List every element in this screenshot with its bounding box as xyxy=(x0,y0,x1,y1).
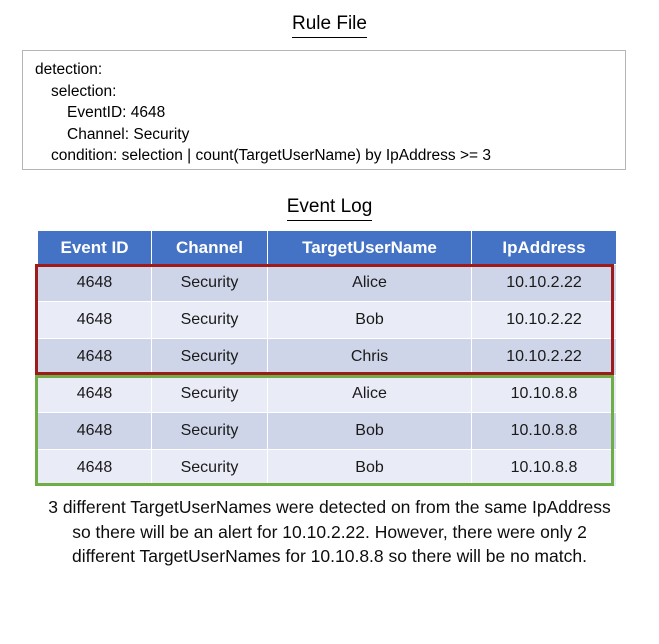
event-log-table-head: Event ID Channel TargetUserName IpAddres… xyxy=(37,230,617,265)
table-row: 4648 Security Bob 10.10.8.8 xyxy=(37,412,617,450)
column-header-target-user-name: TargetUserName xyxy=(267,230,472,265)
cell-event-id: 4648 xyxy=(37,412,152,450)
cell-target-user-name: Alice xyxy=(267,264,472,302)
cell-event-id: 4648 xyxy=(37,375,152,413)
event-log-title: Event Log xyxy=(0,195,659,221)
table-row: 4648 Security Chris 10.10.2.22 xyxy=(37,338,617,376)
cell-ip-address: 10.10.8.8 xyxy=(471,412,617,450)
column-header-channel: Channel xyxy=(151,230,268,265)
cell-channel: Security xyxy=(151,338,268,376)
rule-line-condition: condition: selection | count(TargetUserN… xyxy=(51,147,491,164)
cell-target-user-name: Bob xyxy=(267,301,472,339)
cell-target-user-name: Bob xyxy=(267,412,472,450)
table-row: 4648 Security Alice 10.10.2.22 xyxy=(37,264,617,302)
cell-target-user-name: Alice xyxy=(267,375,472,413)
cell-channel: Security xyxy=(151,449,268,487)
rule-file-box: detection: selection: EventID: 4648 Chan… xyxy=(22,50,626,170)
cell-target-user-name: Chris xyxy=(267,338,472,376)
cell-target-user-name: Bob xyxy=(267,449,472,487)
cell-event-id: 4648 xyxy=(37,449,152,487)
table-row: 4648 Security Bob 10.10.8.8 xyxy=(37,449,617,487)
event-log-title-text: Event Log xyxy=(286,195,373,221)
rule-line-selection: selection: xyxy=(51,82,117,100)
rule-line-channel: Channel: Security xyxy=(67,125,190,143)
cell-event-id: 4648 xyxy=(37,338,152,376)
cell-ip-address: 10.10.8.8 xyxy=(471,449,617,487)
cell-ip-address: 10.10.2.22 xyxy=(471,264,617,302)
rule-file-title: Rule File xyxy=(0,12,659,38)
column-header-event-id: Event ID xyxy=(37,230,152,265)
rule-file-title-text: Rule File xyxy=(292,12,367,38)
rule-line-detection: detection: xyxy=(35,61,103,78)
explanation-caption: 3 different TargetUserNames were detecte… xyxy=(48,497,611,566)
event-log-table-body: 4648 Security Alice 10.10.2.22 4648 Secu… xyxy=(37,264,617,487)
cell-event-id: 4648 xyxy=(37,301,152,339)
table-header-row: Event ID Channel TargetUserName IpAddres… xyxy=(37,230,617,265)
table-row: 4648 Security Alice 10.10.8.8 xyxy=(37,375,617,413)
cell-channel: Security xyxy=(151,412,268,450)
event-log-table: Event ID Channel TargetUserName IpAddres… xyxy=(37,230,617,487)
cell-ip-address: 10.10.2.22 xyxy=(471,338,617,376)
cell-event-id: 4648 xyxy=(37,264,152,302)
cell-channel: Security xyxy=(151,301,268,339)
cell-channel: Security xyxy=(151,375,268,413)
cell-channel: Security xyxy=(151,264,268,302)
rule-line-eventid: EventID: 4648 xyxy=(67,104,166,121)
table-row: 4648 Security Bob 10.10.2.22 xyxy=(37,301,617,339)
cell-ip-address: 10.10.2.22 xyxy=(471,301,617,339)
cell-ip-address: 10.10.8.8 xyxy=(471,375,617,413)
column-header-ip-address: IpAddress xyxy=(471,230,617,265)
